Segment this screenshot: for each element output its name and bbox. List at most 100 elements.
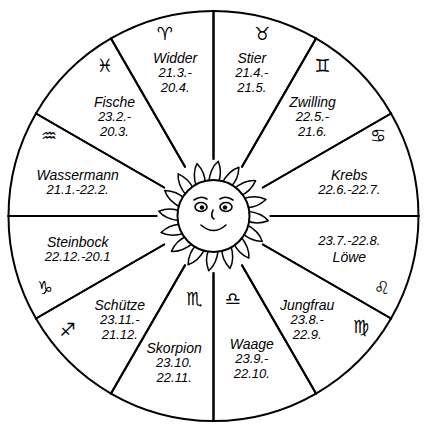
sign-symbol-box: ♒ xyxy=(41,127,57,145)
sector-line xyxy=(9,215,157,217)
zodiac-symbol: ♐ xyxy=(60,321,76,339)
sector-line xyxy=(271,215,419,217)
sign-label-box: Steinbock22.12.-20.1 xyxy=(45,234,111,265)
sector-outline xyxy=(6,111,167,219)
date-range: 21.1.-22.2. xyxy=(47,183,109,198)
sign-label-box: Stier21.4.- 21.5. xyxy=(222,50,282,96)
sign-name: Skorpion xyxy=(147,340,202,356)
sector-line xyxy=(36,245,164,319)
zodiac-sector: ♈ Widder21.3.- 20.4. xyxy=(108,9,216,169)
sector-line xyxy=(271,215,419,217)
sign-name: Widder xyxy=(153,50,197,66)
nose xyxy=(212,210,214,219)
sign-label-box: Fische23.2.- 20.3. xyxy=(85,94,145,140)
sector-outline xyxy=(260,111,421,218)
zodiac-sector: ♒ Wassermann21.1.-22.2. xyxy=(6,111,167,219)
sign-symbol-box: ♏ xyxy=(186,290,202,308)
pupil xyxy=(200,205,204,209)
sign-symbol-box: ♍ xyxy=(353,318,369,336)
sector-line xyxy=(391,114,418,217)
sector-line xyxy=(263,114,391,188)
sign-symbol-box: ♌ xyxy=(374,279,390,297)
sector-line xyxy=(111,394,214,421)
sign-label-box: Schütze23.11.- 21.12. xyxy=(90,297,150,343)
date-range: 23.11.- 21.12. xyxy=(90,313,150,343)
zodiac-symbol: ♓ xyxy=(97,57,113,75)
eyebrow xyxy=(220,197,233,200)
zodiac-sector: ♉ Stier21.4.- 21.5. xyxy=(211,9,318,169)
sign-label-box: Jungfrau23.8.- 22.9. xyxy=(277,297,337,343)
zodiac-sector: ♎ Waage23.9.- 22.10. xyxy=(211,263,318,423)
sign-name: Steinbock xyxy=(47,234,108,250)
date-range: 23.2.- 20.3. xyxy=(85,110,145,140)
date-range: 23.7.-22.8. xyxy=(318,234,380,249)
zodiac-symbol: ♏ xyxy=(186,290,202,308)
mouth xyxy=(201,225,226,231)
sector-line xyxy=(213,11,215,159)
eye xyxy=(195,203,207,212)
sector-line xyxy=(9,216,36,319)
sign-symbol-box: ♓ xyxy=(97,57,113,75)
sign-name: Krebs xyxy=(331,167,368,183)
sign-name: Löwe xyxy=(333,249,366,265)
sign-name: Waage xyxy=(230,336,274,352)
sign-symbol-box: ♋ xyxy=(370,127,386,145)
sector-line xyxy=(391,216,418,319)
sign-name: Zwilling xyxy=(289,94,336,110)
sector-line xyxy=(9,114,36,217)
date-range: 22.12.-20.1 xyxy=(45,250,111,265)
eye xyxy=(220,203,232,212)
zodiac-symbol: ♈ xyxy=(157,25,173,43)
sector-line xyxy=(36,319,111,394)
zodiac-symbol: ♍ xyxy=(353,318,369,336)
sign-symbol-box: ♉ xyxy=(254,25,270,43)
date-range: 21.4.- 21.5. xyxy=(222,66,282,96)
sign-name: Fische xyxy=(94,94,135,110)
sign-label-box: Skorpion23.10. 22.11. xyxy=(144,340,204,386)
sign-label-box: Krebs22.6.-22.7. xyxy=(318,167,380,198)
sector-line xyxy=(263,245,391,319)
sector-line xyxy=(263,245,391,319)
sign-label-box: Zwilling22.5.- 21.6. xyxy=(282,94,342,140)
sun-face xyxy=(194,197,233,230)
zodiac-symbol: ♉ xyxy=(254,25,270,43)
sign-label-box: Löwe23.7.-22.8. xyxy=(318,234,380,265)
sign-symbol-box: ♈ xyxy=(157,25,173,43)
sign-symbol-box: ♎ xyxy=(225,290,241,308)
date-range: 23.10. 22.11. xyxy=(144,356,204,386)
zodiac-symbol: ♎ xyxy=(225,290,241,308)
zodiac-symbol: ♌ xyxy=(374,279,390,297)
zodiac-symbol: ♑ xyxy=(37,279,53,297)
zodiac-symbol: ♒ xyxy=(41,127,57,145)
sign-symbol-box: ♑ xyxy=(37,279,53,297)
zodiac-sector: ♋ Krebs22.6.-22.7. xyxy=(260,111,421,218)
zodiac-symbol: ♊ xyxy=(314,57,330,75)
sector-line xyxy=(316,319,391,394)
sign-symbol-box: ♊ xyxy=(314,57,330,75)
sun-rays xyxy=(159,161,269,271)
sector-line xyxy=(214,394,317,421)
sector-line xyxy=(213,273,215,421)
date-range: 23.8.- 22.9. xyxy=(277,313,337,343)
pupil xyxy=(223,205,227,209)
zodiac-sector: ♏ Skorpion23.10. 22.11. xyxy=(108,263,216,423)
sector-line xyxy=(213,273,215,421)
date-range: 22.5.- 21.6. xyxy=(282,110,342,140)
zodiac-symbol: ♋ xyxy=(370,127,386,145)
sector-line xyxy=(263,114,391,188)
sector-line xyxy=(36,245,164,319)
date-range: 21.3.- 20.4. xyxy=(145,66,205,96)
date-range: 23.9.- 22.10. xyxy=(222,352,282,382)
sun-disc xyxy=(178,180,250,252)
sector-line xyxy=(9,215,157,217)
eyebrow xyxy=(194,197,207,200)
sign-label-box: Widder21.3.- 20.4. xyxy=(145,50,205,96)
sign-name: Jungfrau xyxy=(280,297,334,313)
sign-symbol-box: ♐ xyxy=(60,321,76,339)
date-range: 22.6.-22.7. xyxy=(318,183,380,198)
sign-name: Stier xyxy=(237,50,266,66)
sign-name: Schütze xyxy=(95,297,146,313)
sign-name: Wassermann xyxy=(37,167,119,183)
sign-label-box: Wassermann21.1.-22.2. xyxy=(37,167,119,198)
